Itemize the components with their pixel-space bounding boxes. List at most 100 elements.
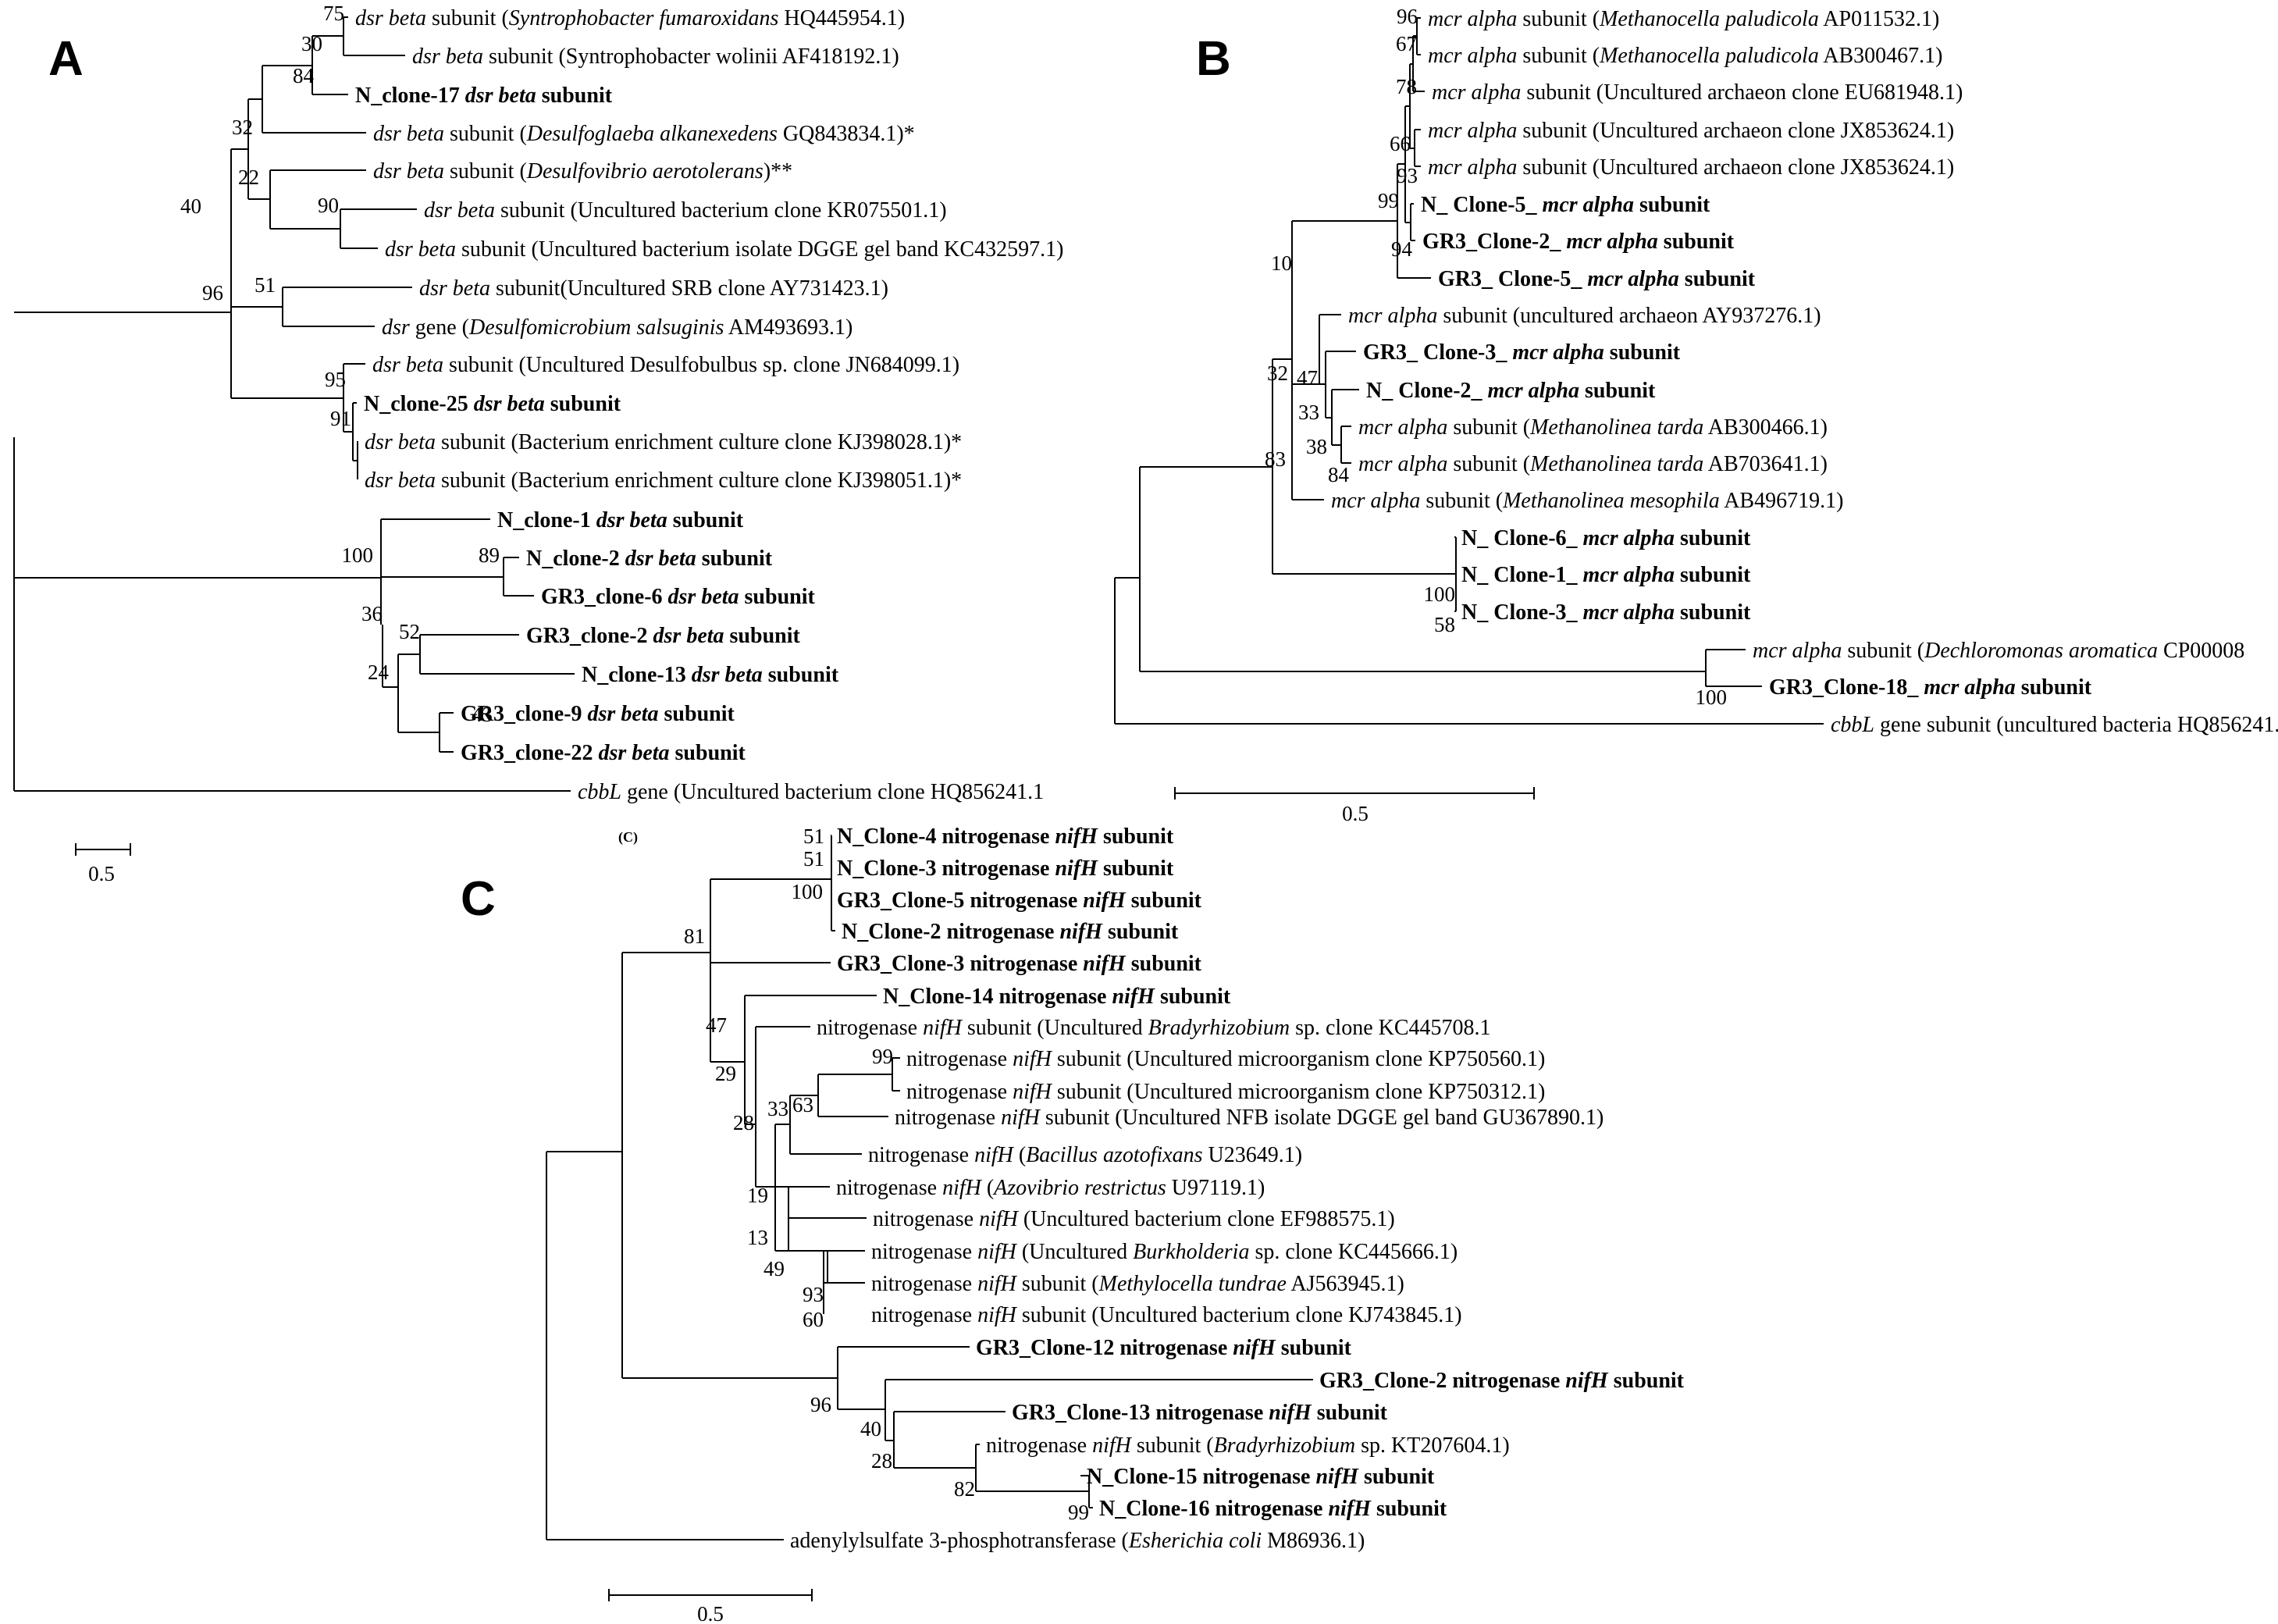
bootstrap-value: 51 — [254, 273, 276, 297]
panel-c-tree: C (C) N_Clone-4 nitrogenase nifH subunitN_… — [461, 824, 1685, 1624]
leaf-label: N_Clone-16 nitrogenase nifH subunit — [1099, 1497, 1447, 1521]
leaf-label: dsr beta subunit (Bacterium enrichment c… — [365, 430, 962, 454]
bootstrap-value: 99 — [1068, 1501, 1089, 1524]
leaf-label: N_Clone-4 nitrogenase nifH subunit — [837, 824, 1174, 849]
leaf-label: mcr alpha subunit (uncultured archaeon A… — [1348, 304, 1821, 328]
bootstrap-value: 99 — [1378, 189, 1399, 212]
bootstrap-value: 10 — [1271, 251, 1292, 275]
bootstrap-value: 89 — [479, 543, 500, 567]
bootstrap-value: 33 — [767, 1097, 788, 1120]
bootstrap-value: 40 — [180, 194, 201, 218]
leaf-label: mcr alpha subunit (Uncultured archaeon c… — [1432, 80, 1963, 105]
scale-bar-label: 0.5 — [1342, 802, 1369, 825]
leaf-label: nitrogenase nifH subunit (Uncultured bac… — [871, 1303, 1462, 1327]
leaf-label: dsr beta subunit (Syntrophobacter fumaro… — [355, 6, 905, 30]
leaf-label: mcr alpha subunit (Methanocella paludico… — [1428, 44, 1943, 68]
panel-c-inner-label: (C) — [618, 829, 638, 846]
bootstrap-value: 58 — [1434, 613, 1455, 636]
bootstrap-value: 32 — [1267, 361, 1288, 385]
leaf-label: N_clone-2 dsr beta subunit — [526, 547, 773, 571]
bootstrap-value: 43 — [472, 703, 493, 726]
scale-bar-label: 0.5 — [697, 1602, 724, 1624]
bootstrap-value: 83 — [1265, 447, 1286, 471]
bootstrap-value: 22 — [238, 166, 259, 189]
leaf-label: N_clone-1 dsr beta subunit — [497, 508, 744, 532]
bootstrap-value: 93 — [1397, 164, 1418, 187]
leaf-label: dsr beta subunit (Bacterium enrichment c… — [365, 468, 962, 493]
panel-letter: C — [461, 872, 496, 926]
bootstrap-value: 30 — [301, 32, 322, 55]
leaf-label: cbbL gene (Uncultured bacterium clone HQ… — [578, 780, 1044, 804]
bootstrap-value: 94 — [1391, 237, 1413, 261]
bootstrap-value: 49 — [763, 1257, 785, 1280]
bootstrap-value: 78 — [1396, 75, 1417, 98]
bootstrap-value: 100 — [342, 543, 374, 567]
bootstrap-value: 13 — [747, 1226, 768, 1249]
leaf-label: adenylylsulfate 3-phosphotransferase (Es… — [790, 1529, 1365, 1553]
leaf-label: GR3_Clone-13 nitrogenase nifH subunit — [1012, 1401, 1388, 1425]
leaf-label: GR3_Clone-2 nitrogenase nifH subunit — [1319, 1369, 1685, 1393]
bootstrap-value: 84 — [293, 64, 315, 87]
bootstrap-value: 36 — [361, 602, 383, 625]
bootstrap-value: 32 — [232, 116, 253, 139]
leaf-label: mcr alpha subunit (Methanocella paludico… — [1428, 7, 1939, 31]
bootstrap-value: 99 — [872, 1045, 893, 1068]
leaf-label: dsr beta subunit (Desulfoglaeba alkanexe… — [373, 122, 915, 146]
bootstrap-value: 63 — [792, 1093, 813, 1116]
bootstrap-value: 19 — [747, 1184, 768, 1207]
leaf-label: GR3_ Clone-5_ mcr alpha subunit — [1438, 267, 1756, 291]
bootstrap-value: 95 — [325, 368, 346, 391]
leaf-label: N_ Clone-3_ mcr alpha subunit — [1461, 600, 1751, 625]
leaf-label: GR3_clone-22 dsr beta subunit — [461, 741, 746, 765]
bootstrap-value: 51 — [803, 824, 824, 848]
leaf-label: dsr beta subunit (Syntrophobacter wolini… — [412, 45, 899, 69]
leaf-label: nitrogenase nifH (Azovibrio restrictus U… — [836, 1176, 1265, 1200]
bootstrap-value: 47 — [706, 1013, 727, 1037]
leaf-label: nitrogenase nifH subunit (Uncultured Bra… — [817, 1016, 1491, 1040]
leaf-label: dsr beta subunit(Uncultured SRB clone AY… — [419, 276, 888, 301]
leaf-label: GR3_clone-9 dsr beta subunit — [461, 702, 735, 726]
leaf-label: mcr alpha subunit (Dechloromonas aromati… — [1753, 639, 2244, 663]
bootstrap-value: 67 — [1396, 32, 1417, 55]
bootstrap-value: 28 — [871, 1449, 892, 1473]
bootstrap-value: 75 — [323, 2, 344, 25]
bootstrap-value: 47 — [1297, 366, 1318, 390]
leaf-label: N_clone-17 dsr beta subunit — [355, 84, 613, 108]
leaf-label: N_ Clone-5_ mcr alpha subunit — [1421, 193, 1710, 217]
leaf-label: GR3_Clone-2_ mcr alpha subunit — [1422, 230, 1735, 254]
bootstrap-value: 24 — [368, 661, 390, 684]
leaf-label: cbbL gene subunit (uncultured bacteria H… — [1831, 713, 2278, 737]
leaf-label: dsr gene (Desulfomicrobium salsuginis AM… — [382, 315, 852, 340]
bootstrap-value: 52 — [399, 620, 420, 643]
leaf-label: GR3_clone-2 dsr beta subunit — [526, 624, 800, 648]
leaf-label: N_ Clone-6_ mcr alpha subunit — [1461, 526, 1751, 550]
leaf-label: GR3_clone-6 dsr beta subunit — [541, 585, 815, 609]
bootstrap-value: 96 — [1397, 5, 1418, 28]
bootstrap-value: 93 — [803, 1283, 824, 1306]
leaf-label: GR3_Clone-18_ mcr alpha subunit — [1769, 675, 2092, 700]
leaf-label: N_Clone-14 nitrogenase nifH subunit — [883, 985, 1231, 1009]
bootstrap-value: 38 — [1306, 435, 1327, 458]
leaf-label: dsr beta subunit (Uncultured Desulfobulb… — [372, 353, 959, 377]
bootstrap-value: 66 — [1390, 132, 1411, 155]
bootstrap-value: 51 — [803, 847, 824, 871]
leaf-label: GR3_ Clone-3_ mcr alpha subunit — [1363, 340, 1681, 365]
leaf-label: nitrogenase nifH (Bacillus azotofixans U… — [868, 1143, 1302, 1167]
leaf-label: GR3_Clone-3 nitrogenase nifH subunit — [837, 952, 1202, 976]
leaf-label: nitrogenase nifH (Uncultured Burkholderi… — [871, 1240, 1458, 1264]
bootstrap-value: 60 — [803, 1308, 824, 1331]
leaf-label: nitrogenase nifH subunit (Uncultured mic… — [906, 1080, 1545, 1104]
bootstrap-value: 100 — [1424, 582, 1456, 606]
bootstrap-value: 28 — [733, 1111, 754, 1134]
bootstrap-value: 96 — [202, 281, 223, 304]
bootstrap-value: 96 — [810, 1393, 831, 1416]
leaf-label: N_ Clone-1_ mcr alpha subunit — [1461, 563, 1751, 587]
bootstrap-value: 91 — [330, 407, 351, 430]
leaf-label: dsr beta subunit (Desulfovibrio aerotole… — [373, 159, 792, 183]
bootstrap-value: 33 — [1298, 401, 1319, 424]
leaf-label: mcr alpha subunit (Methanolinea tarda AB… — [1358, 415, 1828, 440]
leaf-label: GR3_Clone-12 nitrogenase nifH subunit — [976, 1336, 1352, 1360]
leaf-label: GR3_Clone-5 nitrogenase nifH subunit — [837, 889, 1202, 913]
